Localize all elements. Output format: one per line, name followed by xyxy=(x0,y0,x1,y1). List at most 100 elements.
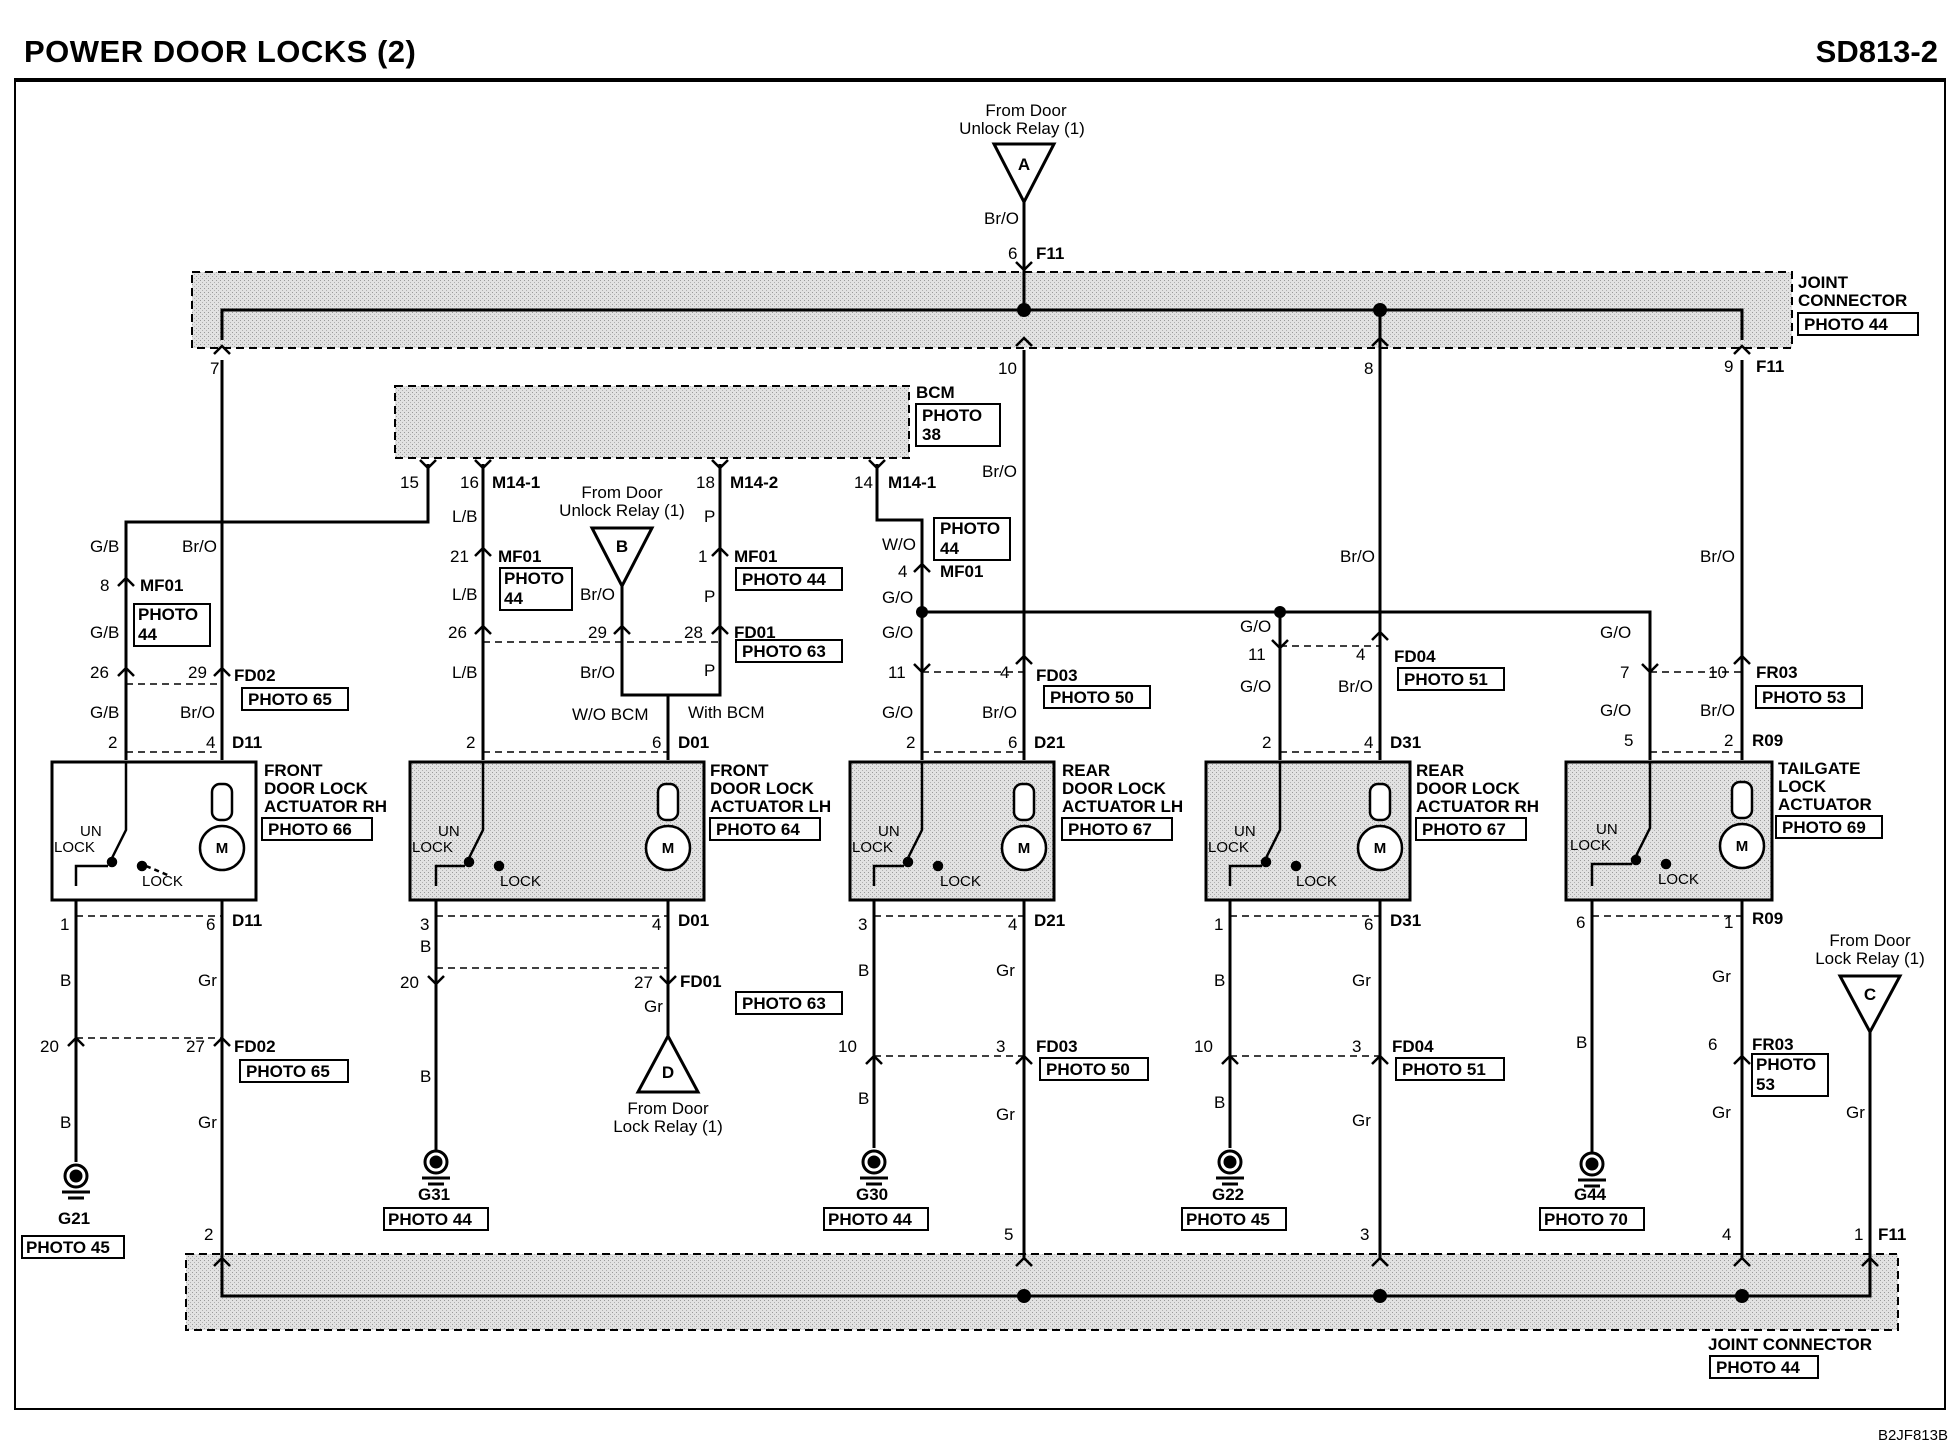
wire-b-h: B xyxy=(1214,1093,1225,1112)
pin-20-a: 20 xyxy=(400,973,419,992)
wo-bcm-label: W/O BCM xyxy=(572,705,649,724)
mf01-lb-photo-1: PHOTO xyxy=(504,569,564,588)
fr03-photo-bottom-2: 53 xyxy=(1756,1075,1775,1094)
conn-r09-b: R09 xyxy=(1752,909,1783,928)
fd03-photo-top: PHOTO 50 xyxy=(1050,688,1134,707)
rear-rh-name-3: ACTUATOR RH xyxy=(1416,797,1539,816)
front-lh-name-2: DOOR LOCK xyxy=(710,779,815,798)
bcm-label: BCM xyxy=(916,383,955,402)
pin-4-d11: 4 xyxy=(206,733,215,752)
relay-d-letter: D xyxy=(662,1063,674,1082)
relay-b-letter: B xyxy=(616,537,628,556)
mf01-gb-photo-2: 44 xyxy=(138,625,157,644)
mf01-lb-photo-2: 44 xyxy=(504,589,523,608)
actuator-internals xyxy=(74,762,1766,886)
pin-7-fr03: 7 xyxy=(1620,663,1629,682)
wire-bro-a: Br/O xyxy=(984,209,1019,228)
connector-dashes xyxy=(76,641,1742,1057)
pin-3-bottom: 3 xyxy=(1360,1225,1369,1244)
wire-bro-f: Br/O xyxy=(580,585,615,604)
frh-lock: LOCK xyxy=(142,873,183,890)
wire-go-d: G/O xyxy=(1240,617,1271,636)
tailgate-name-1: TAILGATE xyxy=(1778,759,1860,778)
pin-2-d01: 2 xyxy=(466,733,475,752)
pin-6-d01: 6 xyxy=(652,733,661,752)
front-lh-photo: PHOTO 64 xyxy=(716,820,800,839)
pin-27-a: 27 xyxy=(634,973,653,992)
wire-bro-d: Br/O xyxy=(1340,547,1375,566)
pin-27-b: 27 xyxy=(186,1037,205,1056)
wire-bro-g: Br/O xyxy=(580,663,615,682)
photo-boxes xyxy=(21,312,1919,1379)
pin-4-d01: 4 xyxy=(652,915,661,934)
pin-chevrons xyxy=(67,261,1879,1267)
wire-b-i: B xyxy=(1576,1033,1587,1052)
frh-motor: M xyxy=(216,840,229,857)
conn-fd01-a: FD01 xyxy=(734,623,776,642)
with-bcm-label: With BCM xyxy=(688,703,765,722)
ground-g30: G30 xyxy=(856,1185,888,1204)
g21-photo: PHOTO 45 xyxy=(26,1238,110,1257)
fr03-photo-top: PHOTO 53 xyxy=(1762,688,1846,707)
fd01-photo-top: PHOTO 63 xyxy=(742,642,826,661)
front-rh-photo: PHOTO 66 xyxy=(268,820,352,839)
fd04-photo-top: PHOTO 51 xyxy=(1404,670,1488,689)
page-title: POWER DOOR LOCKS (2) xyxy=(24,34,417,69)
conn-mf01-b: MF01 xyxy=(498,547,541,566)
rear-rh-photo: PHOTO 67 xyxy=(1422,820,1506,839)
fd03-photo-bottom: PHOTO 50 xyxy=(1046,1060,1130,1079)
wires xyxy=(74,202,1872,1298)
relay-d-note-1: From Door xyxy=(627,1099,709,1118)
relay-d-note-2: Lock Relay (1) xyxy=(613,1117,723,1136)
wire-b-e: B xyxy=(858,961,869,980)
conn-fr03-b: FR03 xyxy=(1752,1035,1794,1054)
wire-b-a: B xyxy=(60,971,71,990)
conn-d31-b: D31 xyxy=(1390,911,1421,930)
wire-gr-h: Gr xyxy=(1712,967,1731,986)
relay-c-note-2: Lock Relay (1) xyxy=(1815,949,1925,968)
wire-gr-i: Gr xyxy=(1712,1103,1731,1122)
pin-10-fr03: 10 xyxy=(1708,663,1727,682)
rlh-unlock-1: UN xyxy=(878,823,900,840)
tg-motor: M xyxy=(1736,838,1749,855)
conn-d11-a: D11 xyxy=(232,733,262,752)
wire-p-a: P xyxy=(704,507,715,526)
pin-1-d31: 1 xyxy=(1214,915,1223,934)
wire-b-c: B xyxy=(420,937,431,956)
g30-photo: PHOTO 44 xyxy=(828,1210,912,1229)
wire-wo: W/O xyxy=(882,535,916,554)
conn-d21-b: D21 xyxy=(1034,911,1065,930)
g22-photo: PHOTO 45 xyxy=(1186,1210,1270,1229)
conn-fd04-b: FD04 xyxy=(1392,1037,1434,1056)
pin-4-fd04: 4 xyxy=(1356,645,1365,664)
wire-go-g: G/O xyxy=(1600,701,1631,720)
pin-4-d21: 4 xyxy=(1008,915,1017,934)
tailgate-name-2: LOCK xyxy=(1778,777,1827,796)
wire-p-b: P xyxy=(704,587,715,606)
wire-go-c: G/O xyxy=(882,703,913,722)
conn-f11-c: F11 xyxy=(1878,1225,1906,1244)
mf01-photo-1: PHOTO xyxy=(940,519,1000,538)
pin-4-bottom: 4 xyxy=(1722,1225,1731,1244)
wire-go-e: G/O xyxy=(1240,677,1271,696)
pin-3-d01: 3 xyxy=(420,915,429,934)
conn-d21-a: D21 xyxy=(1034,733,1065,752)
wire-gb-b: G/B xyxy=(90,623,119,642)
wire-gr-b: Gr xyxy=(198,1113,217,1132)
conn-d11-b: D11 xyxy=(232,911,262,930)
frh-unlock-1: UN xyxy=(80,823,102,840)
conn-d01-a: D01 xyxy=(678,733,709,752)
pin-6-fr03: 6 xyxy=(1708,1035,1717,1054)
rrh-lock: LOCK xyxy=(1296,873,1337,890)
relay-a-letter: A xyxy=(1018,155,1030,174)
conn-r09-a: R09 xyxy=(1752,731,1783,750)
wire-p-c: P xyxy=(704,661,715,680)
pin-10-fd03: 10 xyxy=(838,1037,857,1056)
wire-b-b: B xyxy=(60,1113,71,1132)
pin-1-d11: 1 xyxy=(60,915,69,934)
splice-points xyxy=(916,303,1749,1303)
pin-5-bottom: 5 xyxy=(1004,1225,1013,1244)
ground-g21: G21 xyxy=(58,1209,90,1228)
wire-gr-a: Gr xyxy=(198,971,217,990)
